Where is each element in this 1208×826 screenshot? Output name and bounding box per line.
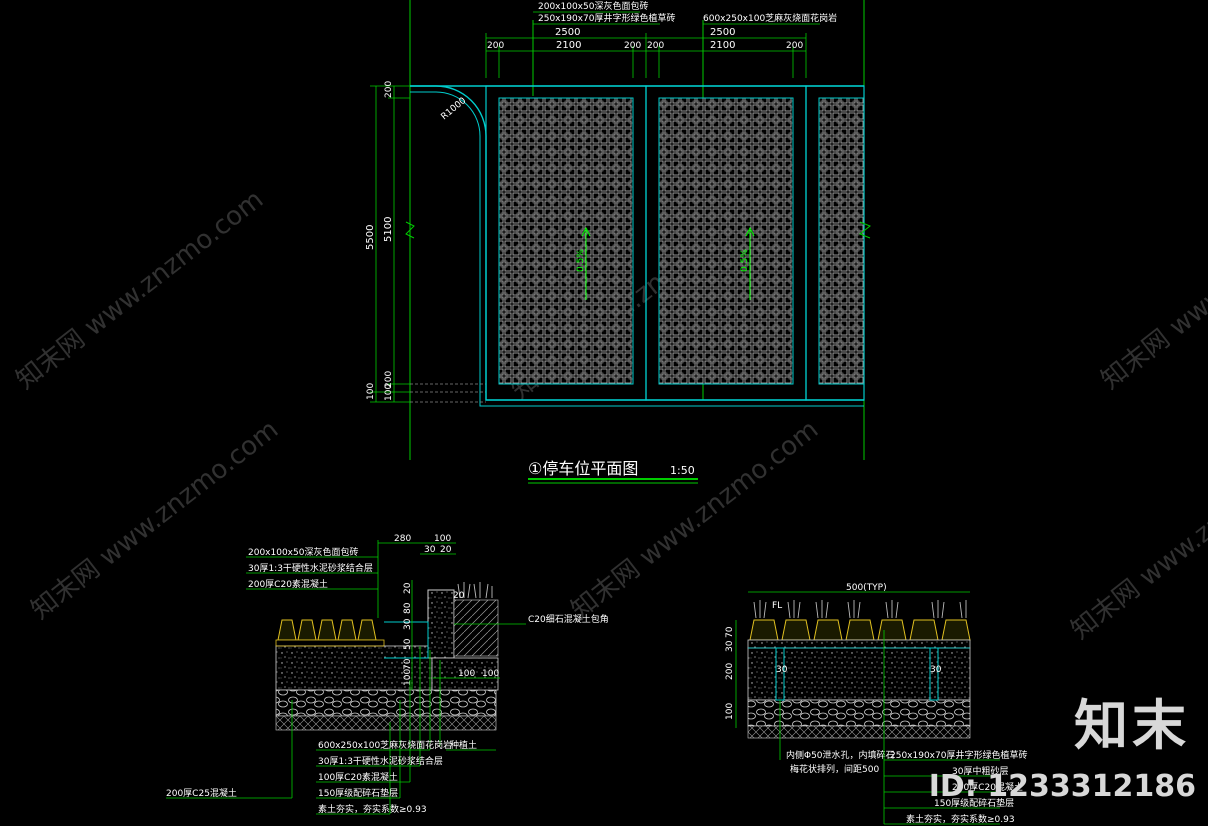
dim-label: 70 <box>403 658 413 670</box>
section-right: 500(TYP) FL <box>725 583 1027 825</box>
layer-note: 30厚1:3干硬性水泥砂浆结合层 <box>248 562 373 574</box>
plan-note: 200x100x50深灰色面包砖 <box>538 0 648 12</box>
layer-note: 600x250x100芝麻灰烧面花岗岩 <box>318 739 452 751</box>
dim-label: 5100 <box>383 217 394 242</box>
dim-label: 2500 <box>710 27 735 38</box>
layer-note: 250x190x70厚井字形绿色植草砖 <box>890 749 1027 761</box>
layer-note: 200x100x50深灰色面包砖 <box>248 546 358 558</box>
layer-note: C20细石混凝土包角 <box>528 613 609 625</box>
dim-label: 200 <box>725 663 735 680</box>
layer-note: 内侧Φ50泄水孔，内填碎石 <box>786 749 895 761</box>
dim-label: 200 <box>647 41 664 51</box>
slope-label: 0.5% <box>576 249 586 272</box>
brand-logo-text: 知末 <box>1074 694 1190 757</box>
radius-label: R1000 <box>440 96 469 123</box>
dim-label: 2100 <box>710 40 735 51</box>
dim-label: 50 <box>403 638 413 650</box>
dim-label: 200 <box>384 371 394 388</box>
plan-note: 250x190x70厚井字形绿色植草砖 <box>538 12 675 24</box>
layer-note: 200厚C20混凝土 <box>952 781 1023 793</box>
dim-label: 30 <box>403 618 413 630</box>
layer-note: 150厚级配碎石垫层 <box>318 787 398 799</box>
dim-label: 200 <box>384 81 394 98</box>
layer-note: 150厚级配碎石垫层 <box>934 797 1014 809</box>
watermark-text: 知末网 www.znzmo.com <box>566 415 824 626</box>
dim-label: 100 <box>458 669 475 679</box>
dim-label: 30 <box>930 665 942 675</box>
dim-label: 100 <box>434 534 451 544</box>
dim-label: 100 <box>725 703 735 720</box>
dim-label: 100 <box>403 669 413 686</box>
dim-label: 30 <box>424 545 436 555</box>
layer-note: 200厚C20素混凝土 <box>248 578 328 590</box>
dim-label: 200 <box>624 41 641 51</box>
layer-note: 30厚中粗砂层 <box>952 765 1008 777</box>
dim-label: 2500 <box>555 27 580 38</box>
dim-label: 100 <box>482 669 499 679</box>
dim-label: 280 <box>394 534 411 544</box>
watermark-text: 知末网 www.znzmo.com <box>26 415 284 626</box>
dim-label: 70 <box>725 626 735 638</box>
layer-note: 30厚1:3干硬性水泥砂浆结合层 <box>318 755 443 767</box>
dim-label: 20 <box>440 545 452 555</box>
dim-label: 30 <box>725 640 735 652</box>
dim-label: 500(TYP) <box>846 583 887 593</box>
layer-note: 素土夯实，夯实系数≥0.93 <box>318 803 427 815</box>
layer-note: 梅花状排列，间距500 <box>790 763 879 775</box>
dim-label: 20 <box>403 582 413 594</box>
dim-label: 200 <box>786 41 803 51</box>
plan-scale: 1:50 <box>670 464 695 477</box>
dim-label: 100 <box>384 384 394 401</box>
dim-label: 20 <box>453 591 465 601</box>
layer-note: 200厚C25混凝土 <box>166 787 237 799</box>
watermark-text: 知末网 www.znzmo.com <box>1096 185 1208 396</box>
plan-view: 200x100x50深灰色面包砖 250x190x70厚井字形绿色植草砖 600… <box>365 0 871 484</box>
dim-label: 30 <box>776 665 788 675</box>
dim-label: 80 <box>403 602 413 614</box>
plan-note: 600x250x100芝麻灰烧面花岗岩 <box>703 12 837 24</box>
dim-label: 200 <box>487 41 504 51</box>
section-left: 200x100x50深灰色面包砖 30厚1:3干硬性水泥砂浆结合层 200厚C2… <box>166 534 609 815</box>
dim-label: 5500 <box>365 225 376 250</box>
brand-id: ID: 1233312186 <box>928 769 1196 804</box>
layer-note: 素土夯实，夯实系数≥0.93 <box>906 813 1015 825</box>
watermark-text: 知末网 www.znzmo.com <box>1066 435 1208 646</box>
soil-label: 种植土 <box>450 739 477 751</box>
dim-label: 100 <box>366 383 376 400</box>
fl-label: FL <box>772 601 782 611</box>
watermark-text: 知末网 www.znzmo.com <box>11 185 269 396</box>
dim-label: 2100 <box>556 40 581 51</box>
slope-label: 0.5% <box>740 249 750 272</box>
layer-note: 100厚C20素混凝土 <box>318 771 398 783</box>
plan-title: ①停车位平面图 <box>528 459 638 478</box>
